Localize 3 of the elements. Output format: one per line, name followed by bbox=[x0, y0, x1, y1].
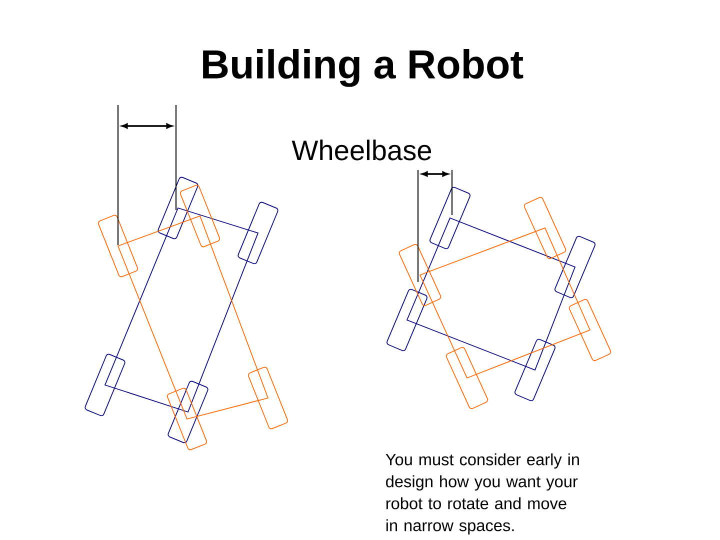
dimension-label: Wheelbase bbox=[292, 140, 432, 160]
title: Building a Robot bbox=[203, 49, 524, 87]
note-text: You must consider early in design how you want your robot to rotate and move in narrow spaces. bbox=[386, 453, 579, 534]
